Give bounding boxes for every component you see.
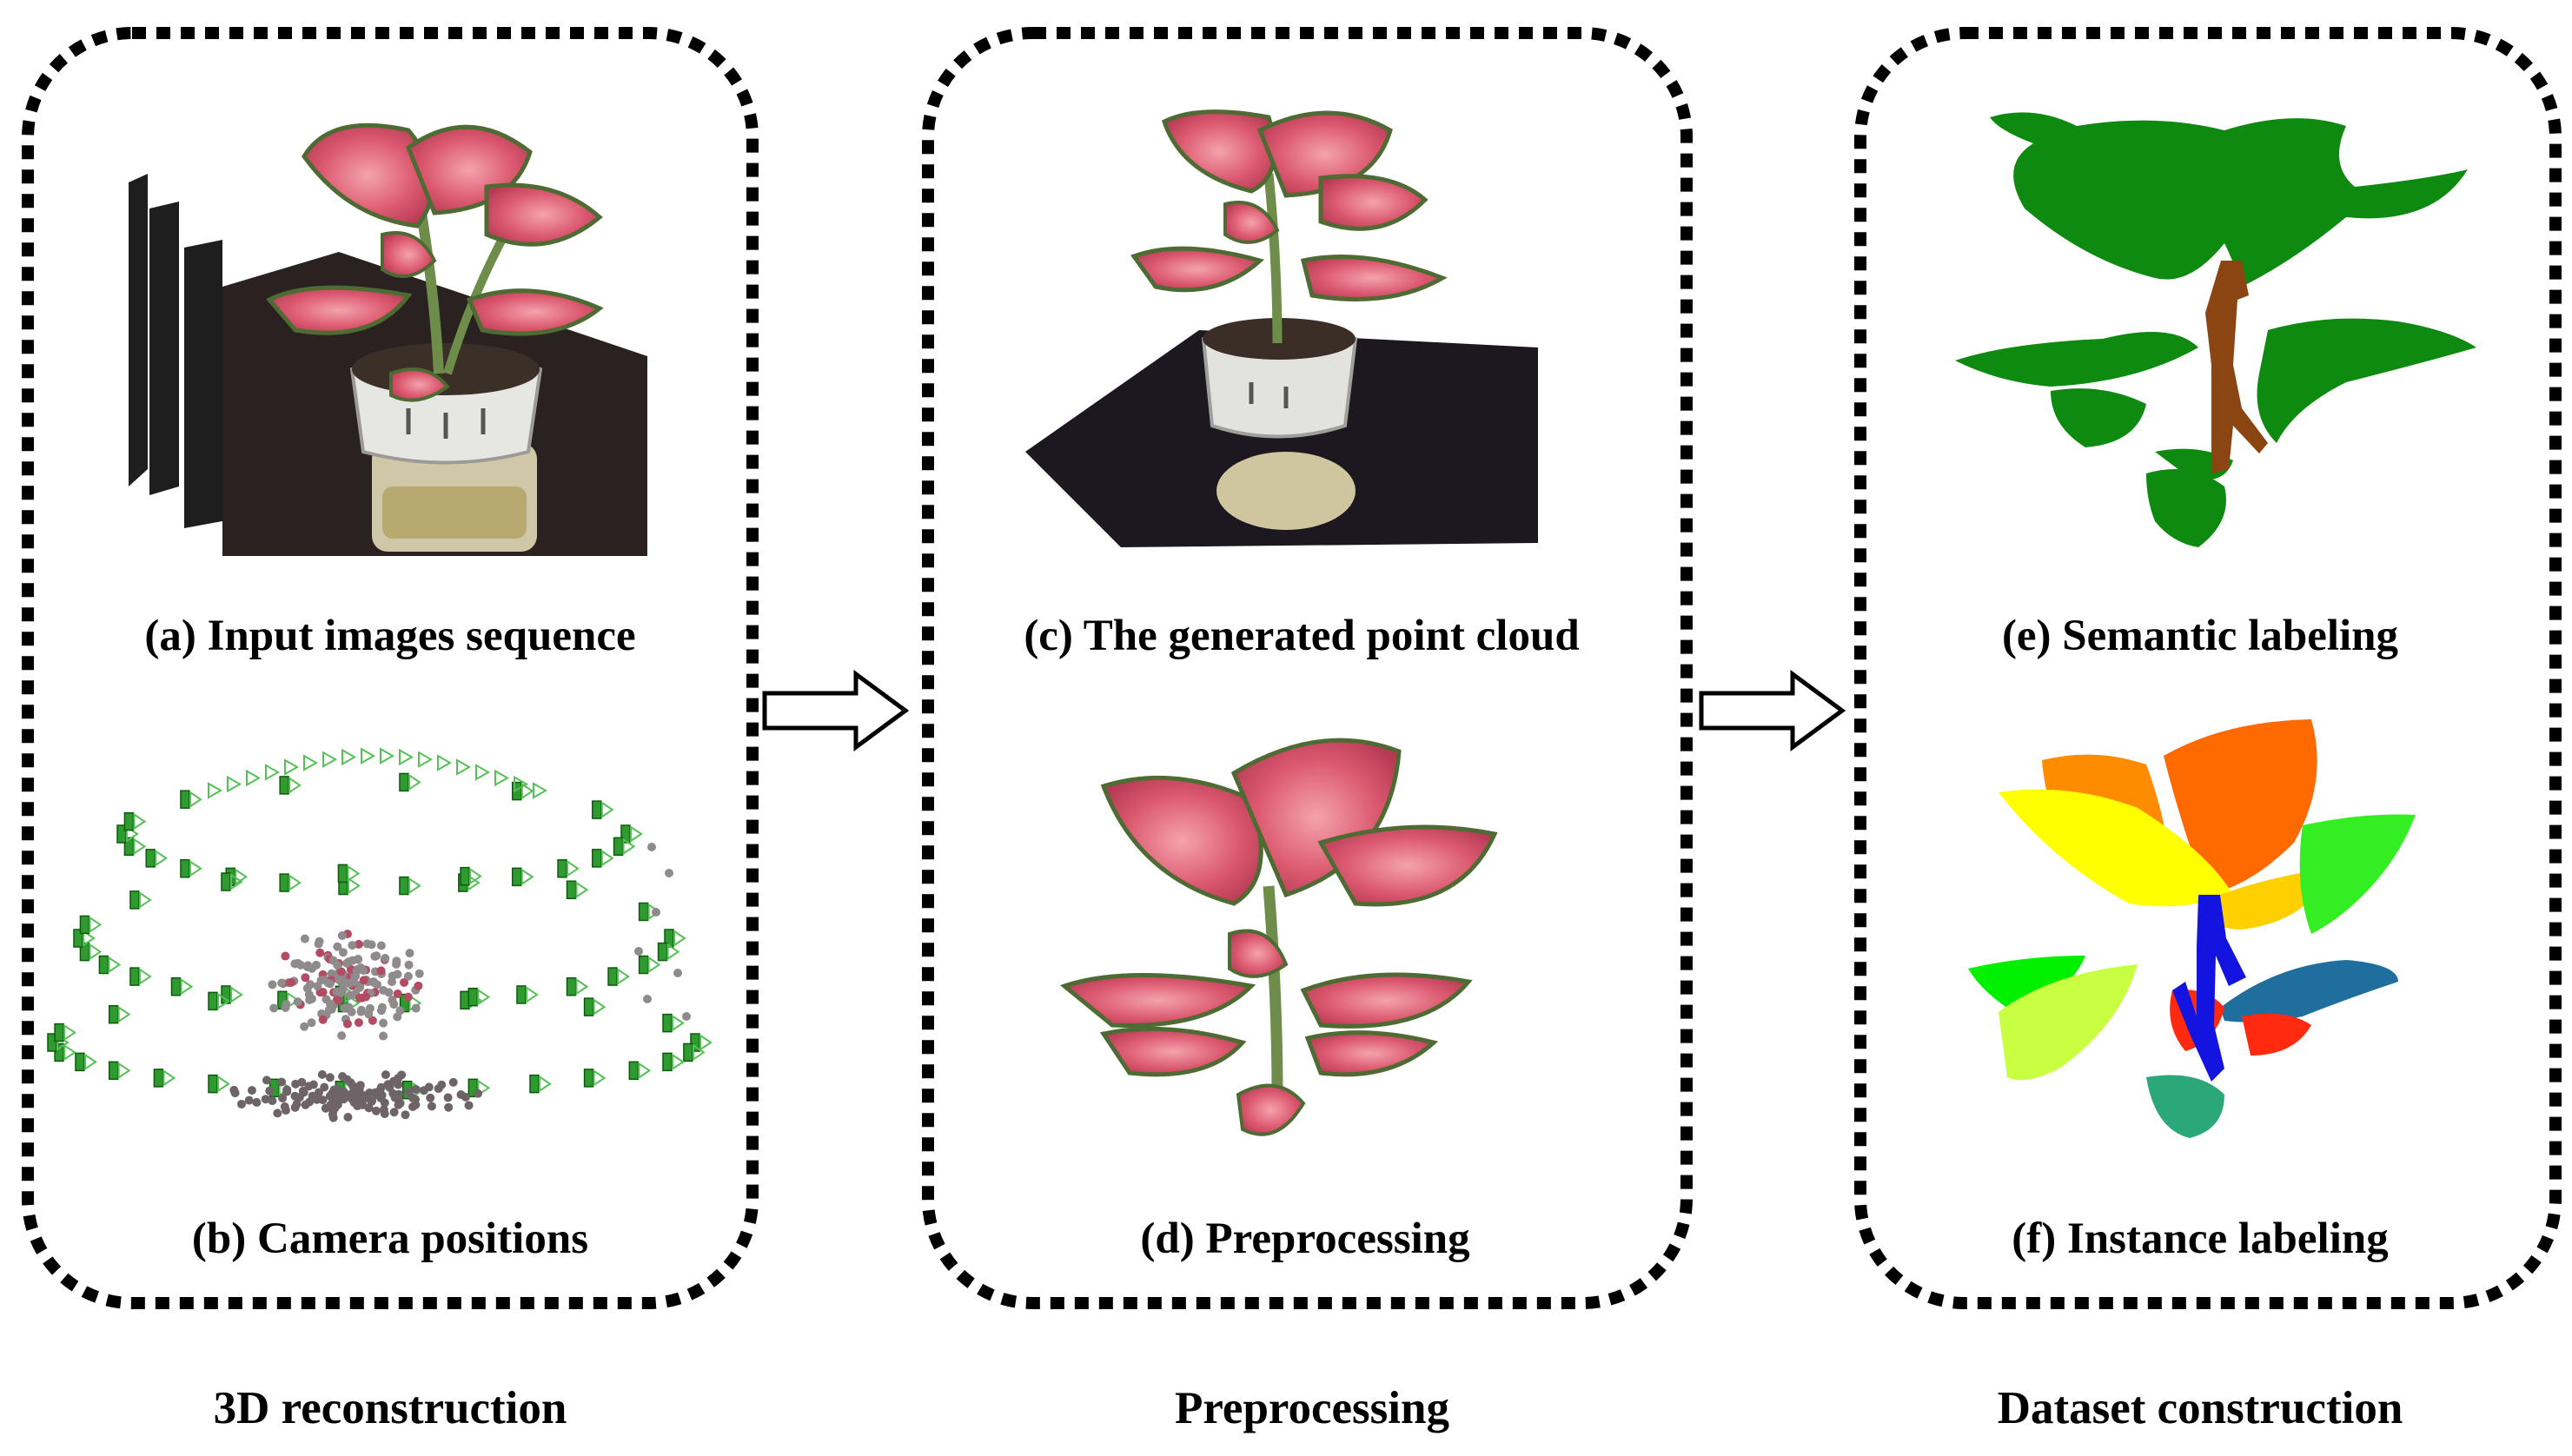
arrow-right-1: [762, 670, 910, 751]
stage-label-dataset: Dataset construction: [1998, 1383, 2403, 1433]
arrow-right-2: [1699, 670, 1846, 751]
caption-e: (e) Semantic labeling: [2002, 612, 2398, 660]
caption-c: (c) The generated point cloud: [1024, 612, 1579, 660]
stage-label-preprocessing: Preprocessing: [1175, 1383, 1449, 1433]
preprocessed-plant-image: [1059, 738, 1498, 1136]
caption-f: (f) Instance labeling: [2012, 1214, 2389, 1263]
panel-frame-preprocessing: [922, 27, 1693, 1309]
caption-a: (a) Input images sequence: [144, 612, 635, 660]
caption-b: (b) Camera positions: [192, 1214, 588, 1263]
instance-labeling-image: [1968, 719, 2416, 1138]
semantic-labeling-image: [1955, 112, 2476, 547]
caption-d: (d) Preprocessing: [1140, 1214, 1469, 1263]
camera-positions-image: [47, 747, 713, 1122]
generated-point-cloud-image: [1025, 109, 1538, 547]
panel-frame-reconstruction: [22, 27, 759, 1309]
panel-frame-dataset: [1854, 27, 2562, 1309]
stage-label-reconstruction: 3D reconstruction: [214, 1383, 567, 1433]
input-images-sequence-image: [129, 122, 647, 556]
